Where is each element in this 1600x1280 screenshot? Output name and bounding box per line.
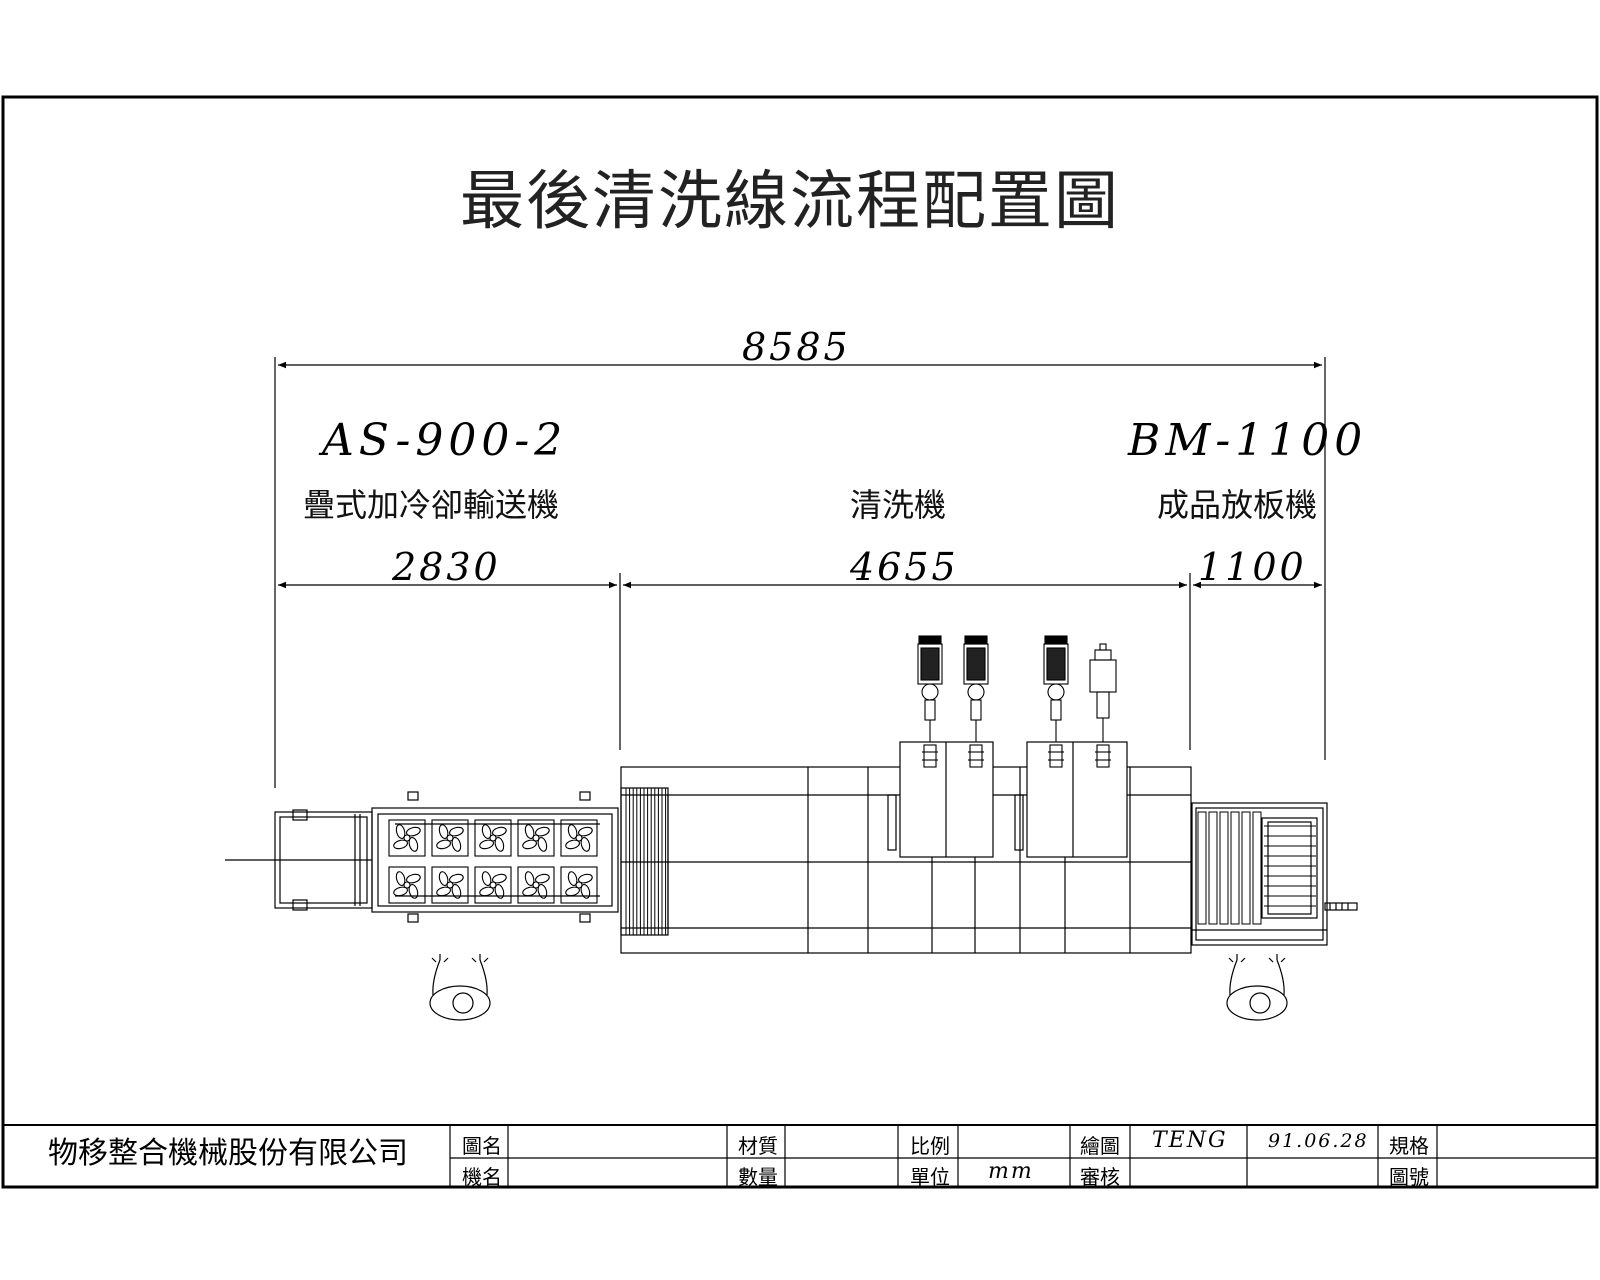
label-machine-name: 機名	[462, 1165, 502, 1189]
section3-name: 成品放板機	[1157, 486, 1318, 524]
overall-dimension: 8585	[742, 325, 851, 369]
drawn-by-value: TENG	[1152, 1128, 1228, 1153]
section2-name: 清洗機	[850, 486, 947, 524]
section2-dimension: 4655	[850, 545, 959, 589]
unit-value: mm	[988, 1159, 1034, 1184]
fan-icon	[517, 866, 555, 904]
label-scale: 比例	[910, 1134, 950, 1158]
dimension-lines	[278, 361, 1322, 589]
label-material: 材質	[738, 1134, 778, 1158]
fan-icon	[431, 819, 469, 857]
label-drawn: 繪圖	[1080, 1134, 1120, 1158]
pump-motors	[917, 635, 1117, 768]
label-unit: 單位	[910, 1165, 950, 1189]
cooling-fans	[388, 819, 598, 904]
sheet-border	[1, 95, 1599, 1189]
fan-icon	[474, 866, 512, 904]
label-spec: 規格	[1389, 1134, 1429, 1158]
fan-icon	[388, 819, 426, 857]
pump-box-2	[1026, 741, 1128, 858]
motor-icon	[1043, 635, 1069, 768]
fan-icon	[474, 819, 512, 857]
cooling-conveyor	[225, 791, 619, 923]
unloader-racks	[1197, 811, 1316, 925]
fan-icon	[517, 819, 555, 857]
section3-dimension: 1100	[1198, 545, 1307, 589]
title-block-grid	[3, 1124, 1597, 1187]
section3-model: BM-1100	[1128, 415, 1368, 466]
board-unloader	[1191, 802, 1358, 946]
section1-dimension: 2830	[392, 545, 501, 589]
fan-icon	[431, 866, 469, 904]
fan-icon	[560, 866, 598, 904]
fan-icon	[388, 866, 426, 904]
section1-name: 疊式加冷卻輸送機	[303, 486, 560, 524]
drawing-title: 最後清洗線流程配置圖	[460, 165, 1120, 239]
washing-machine	[620, 741, 1192, 954]
operator-left	[429, 954, 491, 1021]
label-quantity: 數量	[738, 1165, 778, 1189]
blower-icon	[1089, 643, 1117, 768]
extension-lines	[274, 357, 1326, 788]
label-checked: 審核	[1080, 1165, 1120, 1189]
motor-icon	[963, 635, 989, 768]
date-value: 91.06.28	[1268, 1130, 1369, 1152]
inlet-rollers	[620, 787, 669, 936]
motor-icon	[917, 635, 943, 768]
label-drawing-name: 圖名	[462, 1134, 502, 1158]
operator-right	[1226, 954, 1288, 1021]
section1-model: AS-900-2	[322, 415, 568, 466]
fan-icon	[560, 819, 598, 857]
company-name: 物移整合機械股份有限公司	[48, 1136, 408, 1171]
label-drawing-no: 圖號	[1389, 1165, 1429, 1189]
